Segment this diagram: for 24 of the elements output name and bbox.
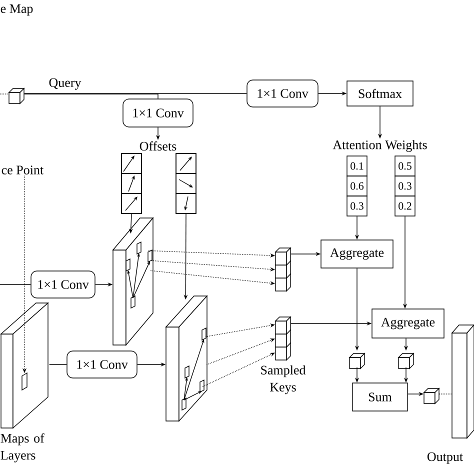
node-label: 0.6 — [350, 182, 364, 190]
process-box: Aggregate — [372, 308, 444, 338]
process-box: Sum — [352, 382, 408, 412]
caption-text: Sampled Keys — [261, 365, 306, 394]
offset-vector — [176, 153, 196, 214]
process-box: Aggregate — [320, 240, 394, 268]
conv-box: 1×1 Conv — [246, 80, 318, 108]
node-label: 0.3 — [398, 182, 412, 190]
weight-vector: 0.1 0.6 0.3 — [346, 156, 368, 216]
label-text: Offsets — [140, 141, 176, 151]
node-label: 0.2 — [398, 202, 412, 210]
edge-label: Query — [48, 77, 82, 91]
caption-text: Output — [427, 452, 463, 464]
offset-vector — [121, 153, 142, 214]
weight-vector: 0.5 0.3 0.2 — [394, 156, 416, 216]
caption-text: Maps of Layers — [0, 433, 44, 462]
label-text: Attention Weights — [332, 140, 427, 152]
label-text: e Map — [0, 4, 33, 16]
conv-box: 1×1 Conv — [30, 270, 96, 298]
process-box: Softmax — [346, 80, 414, 106]
conv-box: 1×1 Conv — [66, 350, 138, 378]
label-text: ce Point — [2, 166, 44, 174]
node-label: 0.3 — [350, 202, 364, 210]
conv-box: 1×1 Conv — [122, 98, 194, 128]
